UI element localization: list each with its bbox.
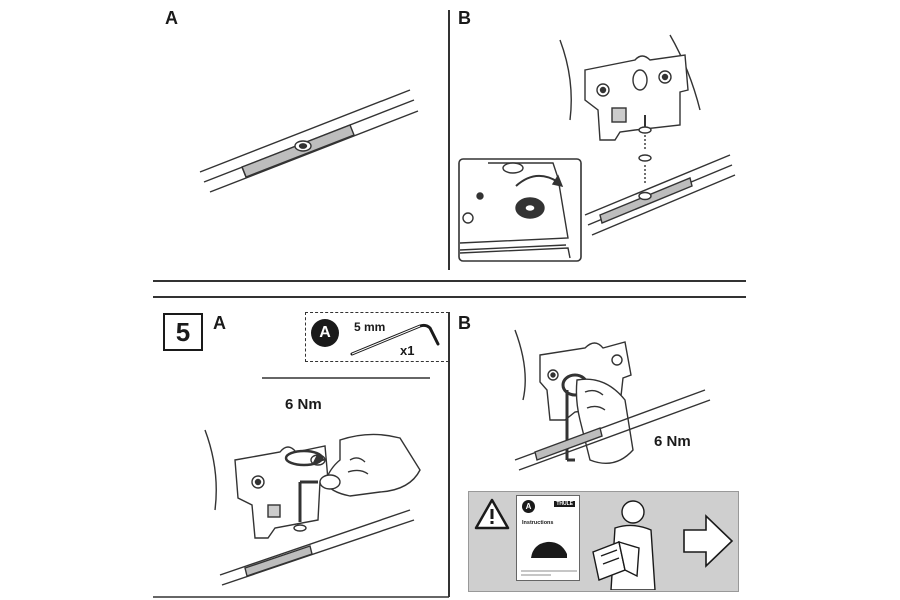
foot-plate-mounting-illustration — [559, 34, 736, 236]
panel-label-top-b: B — [458, 8, 471, 28]
torque-label-right: 6 Nm — [654, 433, 691, 450]
manual-footer-lines — [521, 570, 577, 576]
panel-label-top-a: A — [165, 8, 178, 28]
hex-key-icon — [350, 323, 440, 356]
step-number: 5 — [163, 313, 203, 351]
panel-label-bottom-a: A — [213, 313, 226, 333]
torque-label-left: 6 Nm — [285, 396, 322, 413]
arrow-right-icon — [683, 514, 734, 568]
tightening-foot-illustration — [204, 429, 421, 586]
tool-callout — [305, 312, 449, 362]
tool-quantity-label: x1 — [400, 343, 415, 358]
instruction-manual: A THULE Instructions — [516, 495, 580, 581]
tool-size-label: 5 mm — [354, 320, 386, 334]
manual-brand: THULE — [554, 501, 575, 507]
hand-tightening-illustration — [514, 329, 711, 471]
rail-with-slider-illustration — [199, 89, 419, 193]
tool-badge: A — [311, 319, 339, 347]
washer-detail-inset — [458, 158, 582, 262]
person-reading-icon — [592, 500, 656, 590]
car-roof-icon — [531, 541, 567, 558]
panel-label-bottom-b: B — [458, 313, 471, 333]
warning-triangle-icon — [474, 498, 510, 530]
manual-badge: A — [522, 500, 535, 513]
manual-title: Instructions — [522, 520, 554, 526]
